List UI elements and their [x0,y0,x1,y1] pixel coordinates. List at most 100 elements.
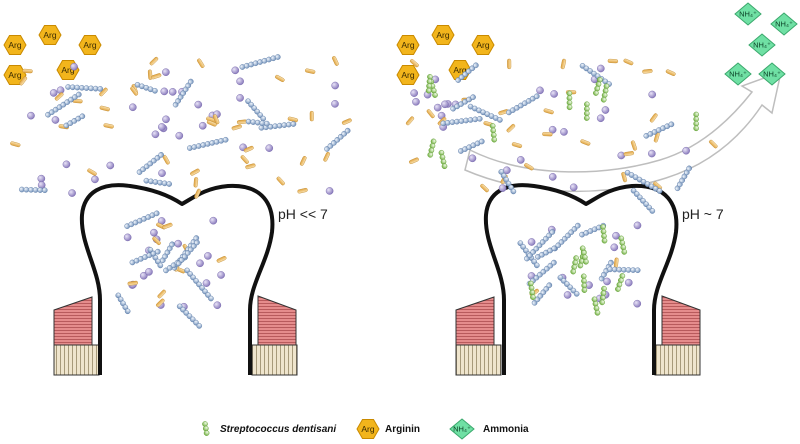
right-tooth [483,183,679,375]
streptococcus-dentisani [579,245,589,265]
streptococcus-chain [535,245,558,260]
coccus [158,169,166,177]
rod-bacterium [99,105,110,112]
rod-bacterium [276,176,285,186]
coccus [194,100,203,109]
streptococcus-chain [324,127,351,152]
rod-bacterium [560,58,567,70]
coccus [503,166,511,175]
streptococcus-dentisani [600,224,608,244]
legend-arginine-icon: Arg [356,419,380,439]
streptococcus-chain [134,82,158,94]
rod-bacterium [409,59,419,68]
arginine-label: Arg [436,30,450,40]
streptococcus-chain [552,222,581,252]
streptococcus-dentisani [599,285,607,306]
coccus [51,116,60,124]
rod-bacterium [511,142,523,149]
rod-bacterium [543,108,554,115]
left-bacteria-group [10,54,352,329]
streptococcus-dentisani [425,74,433,94]
legend-strep-chain [202,421,210,436]
coccus [70,62,78,71]
coccus [441,100,449,109]
right-gum-left [455,296,502,376]
rod-bacterium [54,92,64,101]
coccus [209,216,218,225]
coccus [123,233,132,242]
coccus [468,154,477,163]
streptococcus-dentisani [489,123,498,143]
streptococcus-chain [506,93,540,116]
coccus [433,103,442,112]
streptococcus-dentisani [527,280,536,300]
rod-bacterium [630,140,637,151]
coccus [217,271,225,279]
rod-bacterium [299,156,307,166]
legend-arginine-symbol: Arg [361,424,375,434]
rod-bacterium [426,109,435,119]
coccus [597,64,605,73]
coccus [516,156,525,164]
streptococcus-chain [450,94,476,112]
coccus [174,239,182,248]
rod-bacterium [231,124,242,131]
coccus [633,299,642,308]
streptococcus-dentisani [600,83,610,103]
rod-bacterium [649,113,658,123]
streptococcus-dentisani [438,149,448,170]
coccus [91,175,99,184]
arginine-hexagon: Arg [396,35,420,55]
rod-bacterium [149,56,159,66]
rod-bacterium [103,123,114,129]
coccus [569,183,578,192]
ammonia-label: NH₄⁺ [753,41,771,50]
arginine-hexagon: Arg [38,25,62,45]
right-ph-label: pH ~ 7 [682,206,724,222]
streptococcus-chain [458,138,485,154]
streptococcus-dentisani [593,76,603,96]
streptococcus-dentisani [615,273,626,292]
streptococcus-dentisani [580,273,588,293]
rod-bacterium [709,139,718,149]
arginine-label: Arg [401,70,415,80]
rod-bacterium [405,116,415,126]
coccus [150,228,158,237]
streptococcus-chain [184,267,214,302]
coccus [596,114,605,123]
coccus [498,184,507,192]
coccus [331,81,339,90]
ammonia-diamond: NH₄⁺ [748,33,776,57]
streptococcus-chain [245,98,266,122]
coccus [145,268,153,276]
coccus [198,121,207,130]
streptococcus-chain [147,247,164,269]
coccus [162,68,170,76]
rod-bacterium [156,298,165,308]
rod-bacterium [623,58,634,66]
coccus [62,160,71,169]
rod-bacterium [22,68,33,74]
coccus [151,130,160,139]
rod-bacterium [309,110,314,122]
streptococcus-chain [239,54,281,70]
streptococcus-dentisani [427,138,437,158]
rod-bacterium [297,187,308,194]
streptococcus-chain [498,169,517,195]
coccus [129,103,137,112]
rod-bacterium [507,58,512,70]
coccus [202,279,211,287]
rod-bacterium [190,168,200,176]
rod-bacterium [409,157,419,165]
rod-bacterium [240,155,249,164]
coccus [527,238,536,246]
streptococcus-chain [531,282,553,306]
streptococcus-chain [65,84,104,92]
rod-bacterium [10,141,21,148]
ammonia-diamond: NH₄⁺ [724,62,752,86]
arginine-label: Arg [8,70,22,80]
coccus [550,90,558,98]
streptococcus-chain [467,103,503,123]
